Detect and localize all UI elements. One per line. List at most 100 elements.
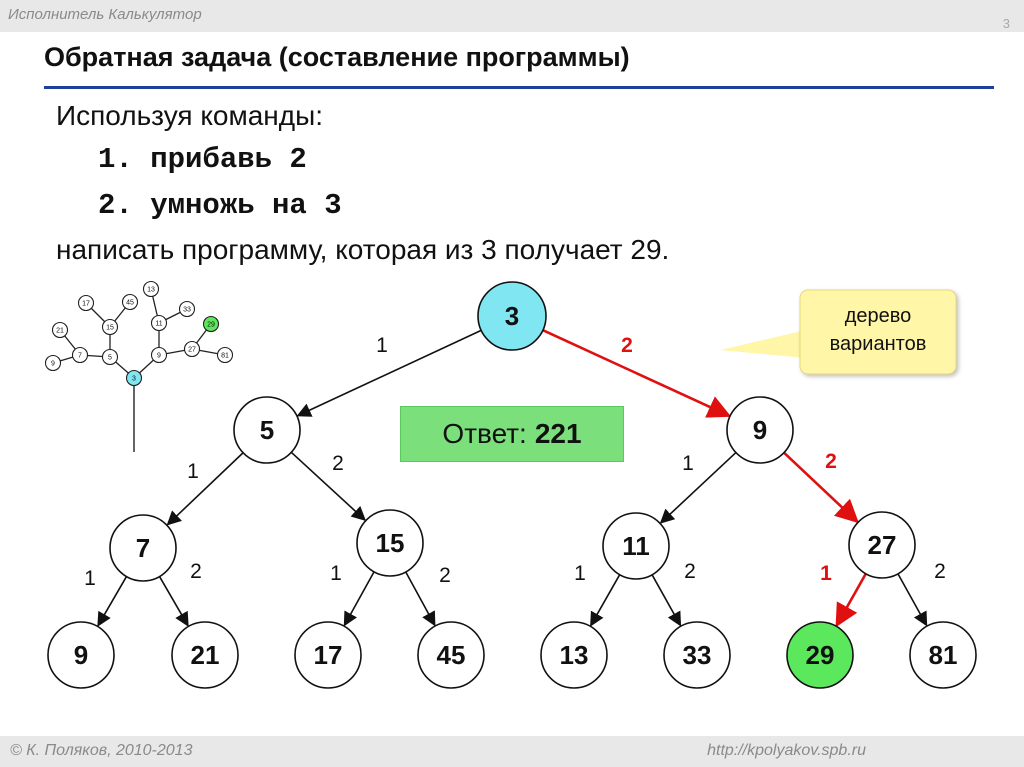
edge-label: 1	[682, 452, 694, 475]
mini-tree-node-11: 11	[152, 316, 167, 331]
mini-tree-node-45: 45	[123, 295, 138, 310]
edge-label: 1	[820, 562, 832, 585]
tree-edge-3-to-9	[543, 330, 729, 416]
callout-box	[800, 290, 956, 374]
mini-node-label: 11	[155, 321, 162, 328]
edge-label: 2	[190, 560, 202, 583]
mini-node-label: 33	[183, 307, 191, 314]
edge-label: 1	[376, 334, 388, 357]
mini-tree-node-9: 9	[46, 356, 61, 371]
answer-box: Ответ: 221	[400, 406, 624, 462]
tree-node-29: 29	[787, 622, 853, 688]
tree-node-label: 9	[753, 415, 767, 445]
edge-label: 2	[621, 334, 633, 357]
edge-label: 1	[187, 460, 199, 483]
mini-tree-node-27: 27	[185, 342, 200, 357]
tree-node-27: 27	[849, 512, 915, 578]
edge-label: 1	[84, 567, 96, 590]
tree-node-11: 11	[603, 513, 669, 579]
tree-node-label: 45	[437, 640, 466, 670]
edge-label: 1	[574, 562, 586, 585]
callout-pointer	[720, 330, 806, 358]
tree-edge-5-to-7	[168, 453, 243, 525]
tree-edge-7-to-9	[98, 577, 126, 626]
tree-node-label: 17	[314, 640, 343, 670]
mini-node-label: 3	[132, 376, 136, 383]
mini-node-label: 15	[106, 325, 114, 332]
edge-label: 2	[825, 450, 837, 473]
mini-node-label: 9	[157, 353, 161, 360]
tree-node-9: 9	[48, 622, 114, 688]
edge-label: 2	[332, 452, 344, 475]
tree-node-21: 21	[172, 622, 238, 688]
mini-node-label: 5	[108, 355, 112, 362]
edge-label: 2	[439, 564, 451, 587]
tree-node-label: 27	[868, 530, 897, 560]
mini-node-label: 81	[221, 353, 229, 360]
mini-tree-node-7: 7	[73, 348, 88, 363]
tree-edge-15-to-45	[406, 572, 435, 625]
mini-node-label: 9	[51, 361, 55, 368]
mini-node-label: 29	[207, 322, 215, 329]
answer-label: Ответ:	[442, 418, 526, 450]
callout-line-2: вариантов	[830, 333, 927, 355]
mini-node-label: 45	[126, 300, 134, 307]
tree-node-3: 3	[478, 282, 546, 350]
mini-node-label: 21	[56, 328, 64, 335]
tree-node-label: 29	[806, 640, 835, 670]
mini-tree-node-81: 81	[218, 348, 233, 363]
mini-tree-node-13: 13	[144, 282, 159, 297]
mini-tree-node-3: 3	[127, 371, 142, 386]
edge-label: 1	[330, 562, 342, 585]
tree-node-5: 5	[234, 397, 300, 463]
tree-node-17: 17	[295, 622, 361, 688]
tree-node-7: 7	[110, 515, 176, 581]
tree-node-33: 33	[664, 622, 730, 688]
tree-node-13: 13	[541, 622, 607, 688]
tree-edge-11-to-13	[591, 575, 620, 626]
tree-node-45: 45	[418, 622, 484, 688]
mini-tree-node-9: 9	[152, 348, 167, 363]
footer-bar: © К. Поляков, 2010-2013 http://kpolyakov…	[0, 736, 1024, 767]
mini-node-label: 7	[78, 353, 82, 360]
tree-edge-15-to-17	[344, 572, 374, 625]
tree-node-label: 13	[560, 640, 589, 670]
tree-node-15: 15	[357, 510, 423, 576]
mini-tree-node-15: 15	[103, 320, 118, 335]
tree-node-label: 11	[622, 531, 650, 561]
mini-node-label: 17	[82, 301, 90, 308]
tree-edge-5-to-15	[291, 452, 365, 520]
mini-node-label: 27	[188, 347, 196, 354]
tree-node-9: 9	[727, 397, 793, 463]
tree-edge-27-to-81	[898, 574, 927, 625]
mini-tree-node-29: 29	[204, 317, 219, 332]
edge-label: 2	[684, 560, 696, 583]
tree-node-label: 21	[191, 640, 220, 670]
tree-edge-11-to-33	[652, 575, 680, 626]
mini-tree-node-5: 5	[103, 350, 118, 365]
tree-node-label: 33	[683, 640, 712, 670]
tree-edge-9-to-11	[661, 453, 736, 523]
edge-label: 2	[934, 560, 946, 583]
footer-copyright: © К. Поляков, 2010-2013	[10, 742, 192, 760]
mini-tree-node-33: 33	[180, 302, 195, 317]
tree-node-label: 15	[376, 528, 405, 558]
mini-tree-node-17: 17	[79, 296, 94, 311]
tree-node-label: 9	[74, 640, 88, 670]
mini-tree-thumbnail: 3 5 9 7 15 11 27 9 21 17 45 13 33 29 81	[46, 282, 233, 453]
footer-url: http://kpolyakov.spb.ru	[707, 742, 866, 760]
tree-node-label: 7	[136, 533, 150, 563]
tree-edge-3-to-5	[298, 330, 481, 415]
tree-node-81: 81	[910, 622, 976, 688]
tree-edge-9-to-27	[784, 453, 857, 522]
mini-node-label: 13	[147, 287, 155, 294]
callout-tree-of-variants: дерево вариантов	[720, 290, 956, 374]
tree-node-label: 5	[260, 415, 274, 445]
tree-edge-7-to-21	[160, 577, 188, 626]
tree-edge-27-to-29	[837, 574, 866, 626]
tree-node-label: 81	[929, 640, 958, 670]
answer-value: 221	[535, 418, 582, 450]
callout-line-1: дерево	[845, 305, 912, 327]
mini-tree-node-21: 21	[53, 323, 68, 338]
